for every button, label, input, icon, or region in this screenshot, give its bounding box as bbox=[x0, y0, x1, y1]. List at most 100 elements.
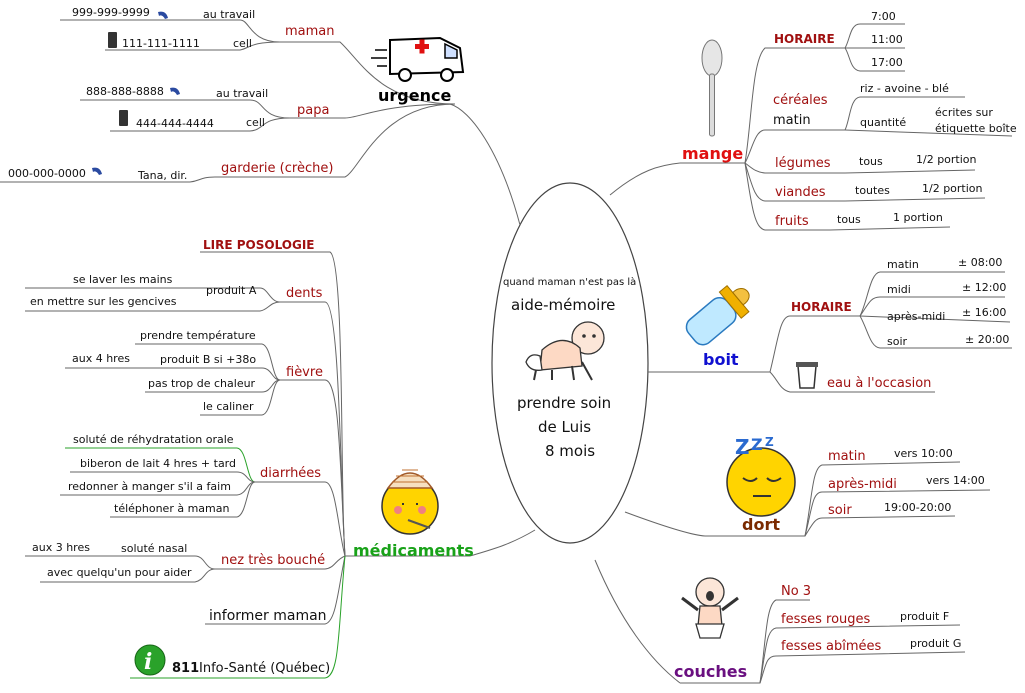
dort-row-0-label: matin bbox=[828, 449, 866, 464]
fesses-rouges-label: fesses rouges bbox=[781, 612, 871, 627]
dort-title: dort bbox=[742, 515, 780, 534]
center-line4: de Luis bbox=[538, 418, 592, 436]
boit-row-1-time: ± 12:00 bbox=[962, 281, 1007, 294]
fievre-item-3: le caliner bbox=[203, 400, 254, 413]
papa-cell-label: cell bbox=[246, 116, 265, 129]
diarrhees-item-3: téléphoner à maman bbox=[114, 502, 230, 515]
legumes-label: légumes bbox=[775, 156, 831, 171]
boit-title: boit bbox=[703, 350, 739, 369]
dort-row-0-time: vers 10:00 bbox=[894, 447, 953, 460]
maman-work-phone: 999-999-9999 bbox=[72, 6, 150, 19]
maman-work-label: au travail bbox=[203, 8, 256, 21]
boit-row-3-time: ± 20:00 bbox=[965, 333, 1010, 346]
nez-solute: soluté nasal bbox=[121, 542, 188, 555]
center-line5: 8 mois bbox=[545, 442, 596, 460]
info-icon: i bbox=[134, 644, 166, 676]
fesses-abimees-label: fesses abîmées bbox=[781, 639, 882, 654]
fievre-label: fièvre bbox=[286, 365, 323, 380]
cell-phone-icon bbox=[108, 32, 128, 126]
boit-row-0-label: matin bbox=[887, 258, 919, 271]
maman-cell-phone: 111-111-1111 bbox=[122, 37, 200, 50]
dents-item-0: se laver les mains bbox=[73, 273, 173, 286]
mange-time-0: 7:00 bbox=[871, 10, 896, 23]
boit-horaire: HORAIRE bbox=[791, 300, 852, 314]
sick-face-icon bbox=[381, 469, 439, 535]
crawling-baby-icon bbox=[525, 321, 605, 381]
legumes-which: tous bbox=[859, 155, 883, 168]
center-line2: aide-mémoire bbox=[511, 296, 616, 314]
fievre-sub: aux 4 hres bbox=[72, 352, 130, 365]
urgence-title: urgence bbox=[378, 86, 452, 105]
nez-label: nez très bouché bbox=[221, 553, 326, 568]
diarrhees-item-0: soluté de réhydratation orale bbox=[73, 433, 234, 446]
cereales-note2: étiquette boîte bbox=[935, 122, 1017, 135]
viandes-which: toutes bbox=[855, 184, 890, 197]
dents-produit: produit A bbox=[206, 284, 257, 297]
svg-text:Z: Z bbox=[765, 435, 774, 449]
garderie-label: garderie (crèche) bbox=[221, 161, 334, 176]
mange-horaire: HORAIRE bbox=[774, 32, 835, 46]
fievre-item-1: produit B si +38o bbox=[160, 353, 257, 366]
informer-maman: informer maman bbox=[209, 608, 327, 624]
info-sante-label: Info-Santé (Québec) bbox=[199, 661, 331, 676]
boit-row-0-time: ± 08:00 bbox=[958, 256, 1003, 269]
boit-row-3-label: soir bbox=[887, 335, 908, 348]
dents-label: dents bbox=[286, 286, 323, 301]
diarrhees-label: diarrhées bbox=[260, 466, 322, 481]
fesses-abimees-produit: produit G bbox=[910, 637, 962, 650]
medicaments-title: médicaments bbox=[353, 541, 474, 560]
boit-eau: eau à l'occasion bbox=[827, 376, 932, 391]
viandes-portion: 1/2 portion bbox=[922, 182, 983, 195]
boit-row-2-label: après-midi bbox=[887, 310, 946, 323]
fruits-portion: 1 portion bbox=[893, 211, 943, 224]
dort-row-2-time: 19:00-20:00 bbox=[884, 501, 952, 514]
dort-row-1-time: vers 14:00 bbox=[926, 474, 985, 487]
diaper-baby-icon bbox=[681, 577, 739, 639]
spoon-icon bbox=[701, 39, 723, 137]
svg-text:Z: Z bbox=[735, 435, 750, 459]
nez-freq: aux 3 hres bbox=[32, 541, 90, 554]
garderie-phone: 000-000-0000 bbox=[8, 167, 86, 180]
papa-work-phone: 888-888-8888 bbox=[86, 85, 164, 98]
baby-bottle-icon bbox=[685, 284, 750, 346]
svg-text:Z: Z bbox=[751, 435, 763, 454]
fievre-item-2: pas trop de chaleur bbox=[148, 377, 256, 390]
nez-aide: avec quelqu'un pour aider bbox=[47, 566, 192, 579]
svg-text:i: i bbox=[144, 649, 152, 675]
cereales-quantite: quantité bbox=[860, 116, 907, 129]
fievre-item-0: prendre température bbox=[140, 329, 256, 342]
mange-time-1: 11:00 bbox=[871, 33, 903, 46]
couches-title: couches bbox=[674, 662, 748, 681]
water-cup-icon bbox=[796, 362, 818, 389]
diarrhees-item-2: redonner à manger s'il a faim bbox=[68, 480, 231, 493]
papa-work-label: au travail bbox=[216, 87, 269, 100]
fesses-rouges-produit: produit F bbox=[900, 610, 950, 623]
phone-icon bbox=[92, 11, 180, 175]
center-line3: prendre soin bbox=[517, 394, 612, 412]
boit-row-2-time: ± 16:00 bbox=[962, 306, 1007, 319]
papa-cell-phone: 444-444-4444 bbox=[136, 117, 214, 130]
dort-row-2-label: soir bbox=[828, 503, 852, 518]
mange-time-2: 17:00 bbox=[871, 56, 903, 69]
maman-label: maman bbox=[285, 24, 335, 39]
fruits-which: tous bbox=[837, 213, 861, 226]
mange-title: mange bbox=[682, 144, 744, 163]
viandes-label: viandes bbox=[775, 185, 826, 200]
dort-row-1-label: après-midi bbox=[828, 477, 897, 492]
legumes-portion: 1/2 portion bbox=[916, 153, 977, 166]
garderie-contact: Tana, dir. bbox=[138, 169, 188, 182]
sleeping-face-icon: Z Z Z bbox=[726, 435, 796, 517]
papa-label: papa bbox=[297, 103, 330, 118]
lire-posologie: LIRE POSOLOGIE bbox=[203, 238, 315, 252]
maman-cell-label: cell bbox=[233, 37, 252, 50]
dents-item-1: en mettre sur les gencives bbox=[30, 295, 177, 308]
diarrhees-item-1: biberon de lait 4 hres + tard bbox=[80, 457, 236, 470]
boit-row-1-label: midi bbox=[887, 283, 911, 296]
fruits-label: fruits bbox=[775, 214, 809, 229]
ambulance-icon bbox=[371, 36, 465, 82]
center-line1: quand maman n'est pas là bbox=[503, 277, 637, 288]
cereales-note1: écrites sur bbox=[935, 106, 993, 119]
info-sante-number: 811 bbox=[172, 661, 200, 676]
